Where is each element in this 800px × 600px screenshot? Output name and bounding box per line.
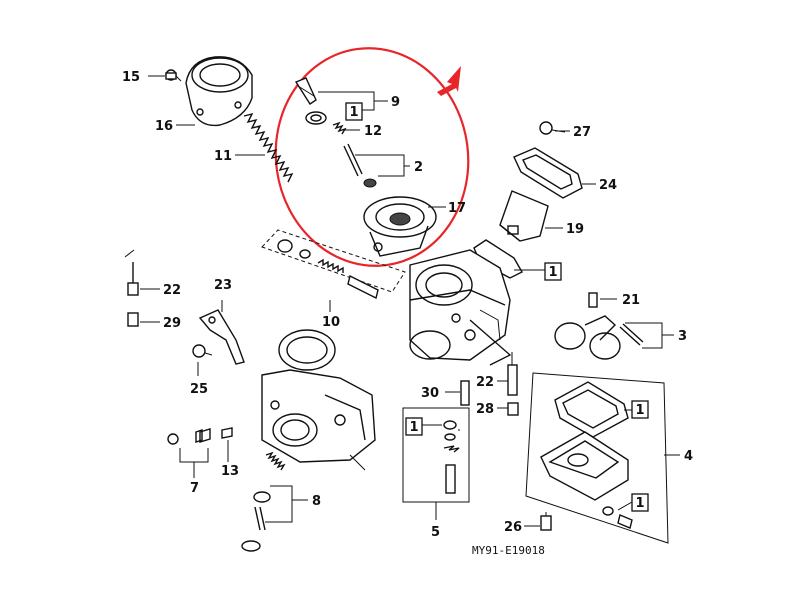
- part-19-cover: [499, 190, 549, 242]
- part-23-bracket: [198, 309, 245, 365]
- part-8-screw-group: [241, 451, 286, 552]
- callout-17: 17: [448, 201, 466, 216]
- highlight-ellipse: [274, 47, 470, 267]
- part-21-screw: [588, 292, 598, 308]
- callout-30: 30: [421, 386, 439, 401]
- part-2-jet-needle: [343, 143, 377, 188]
- callout-21: 21: [622, 293, 640, 308]
- boxed-marker-1b-text: 1: [548, 265, 557, 280]
- part-17-diaphragm-piston: [363, 196, 437, 257]
- boxed-marker-1b: 1: [544, 262, 562, 281]
- highlight-arrow: [437, 66, 461, 96]
- boxed-marker-1e: 1: [631, 493, 649, 512]
- boxed-marker-1d: 1: [631, 400, 649, 419]
- part-4-float-bowl-group: [525, 372, 669, 544]
- boxed-marker-1d-text: 1: [635, 403, 644, 418]
- part-7-screw: [167, 428, 211, 445]
- callout-25: 25: [190, 382, 208, 397]
- part-12-small-spring: [332, 121, 347, 135]
- callout-15: 15: [122, 70, 140, 85]
- callout-24: 24: [599, 178, 617, 193]
- callout-27: 27: [573, 125, 591, 140]
- callout-26: 26: [504, 520, 522, 535]
- callout-10: 10: [322, 315, 340, 330]
- boxed-marker-1e-text: 1: [635, 496, 644, 511]
- callout-8: 8: [312, 494, 321, 509]
- diagram-code: MY91-E19018: [472, 544, 545, 557]
- callout-12: 12: [364, 124, 382, 139]
- part-13-jet: [221, 427, 233, 439]
- part-3-choke-assembly: [554, 315, 644, 360]
- callout-22-right: 22: [476, 375, 494, 390]
- callout-23: 23: [214, 278, 232, 293]
- part-27-screw: [539, 121, 566, 135]
- callout-22-left: 22: [163, 283, 181, 298]
- callout-9: 9: [391, 95, 400, 110]
- boxed-marker-1a: 1: [345, 102, 363, 121]
- part-29-plug: [127, 312, 139, 327]
- callout-7: 7: [190, 481, 199, 496]
- part-9-needle-jet-holder: [294, 77, 327, 125]
- boxed-marker-1c-text: 1: [409, 420, 418, 435]
- callout-13: 13: [221, 464, 239, 479]
- part-16-top-cover: [185, 56, 253, 127]
- part-22-screw-right: [507, 352, 518, 396]
- part-24-gasket: [513, 147, 583, 199]
- part-22-screw-left: [124, 249, 139, 296]
- callout-2: 2: [414, 160, 423, 175]
- part-28-plug: [507, 402, 519, 416]
- part-11-spring: [243, 112, 294, 183]
- callout-5: 5: [431, 525, 440, 540]
- callout-4: 4: [684, 449, 693, 464]
- boxed-marker-1c: 1: [405, 417, 423, 436]
- callout-11: 11: [214, 149, 232, 164]
- part-15-screw: [165, 69, 182, 82]
- boxed-marker-1a-text: 1: [349, 105, 358, 120]
- callout-29: 29: [163, 316, 181, 331]
- part-30-jet: [460, 380, 470, 406]
- part-10-group: [261, 229, 406, 300]
- callout-16: 16: [155, 119, 173, 134]
- callout-3: 3: [678, 329, 687, 344]
- carburetor-body-front: [261, 329, 376, 471]
- part-26-drain-screw: [540, 512, 552, 531]
- part-25-screw: [192, 344, 213, 358]
- callout-19: 19: [566, 222, 584, 237]
- callout-28: 28: [476, 402, 494, 417]
- carburetor-body-rear: [409, 249, 512, 366]
